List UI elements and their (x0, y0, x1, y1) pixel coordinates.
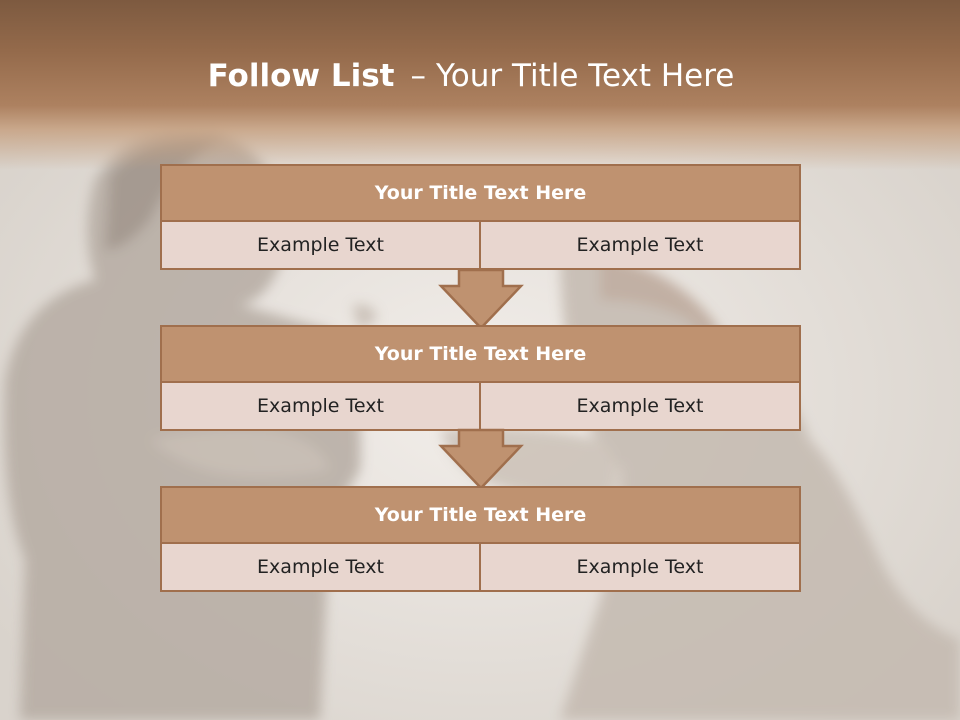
block-cell-right: Example Text (479, 381, 801, 431)
header-band (0, 0, 960, 170)
slide-title-strong: Follow List (207, 58, 395, 94)
block-cell-left: Example Text (160, 381, 481, 431)
block-title: Your Title Text Here (160, 164, 801, 222)
down-arrow-icon (438, 428, 524, 490)
block-title: Your Title Text Here (160, 486, 801, 544)
down-arrow-icon (438, 268, 524, 330)
block-title: Your Title Text Here (160, 325, 801, 383)
block-cell-right: Example Text (479, 542, 801, 592)
block-cell-left: Example Text (160, 542, 481, 592)
slide-title-separator: – (410, 58, 426, 94)
slide-title-rest: Your Title Text Here (435, 58, 735, 94)
block-cell-right: Example Text (479, 220, 801, 270)
block-cell-left: Example Text (160, 220, 481, 270)
slide-title: Follow List–Your Title Text Here (0, 56, 942, 96)
